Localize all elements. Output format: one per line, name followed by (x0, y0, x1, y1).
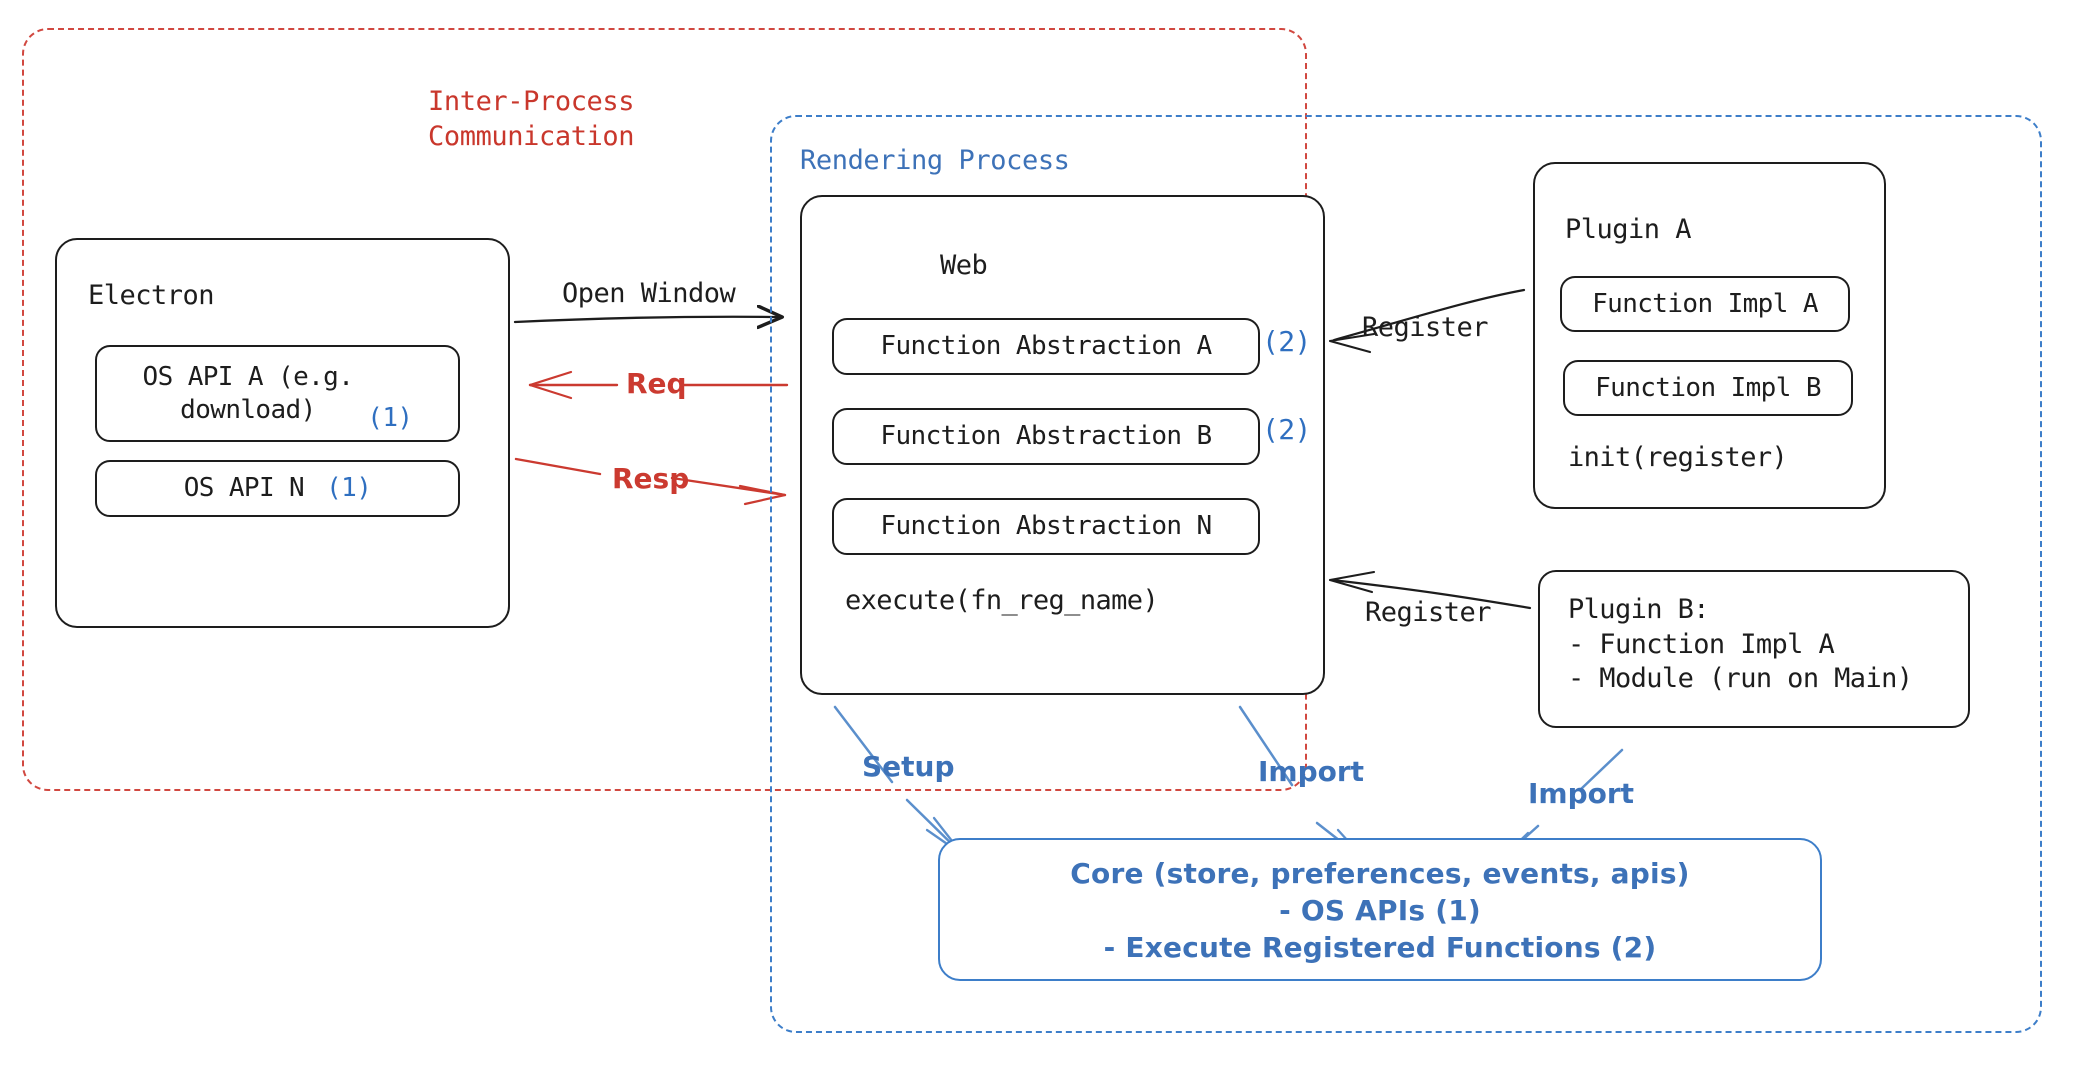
group-rendering-process (770, 115, 2042, 1033)
edge-label-open-window: Open Window (562, 278, 736, 309)
plugin-a-box (1533, 162, 1886, 509)
edge-label-register-plugin-a: Register (1362, 312, 1489, 343)
function-abstraction-b-label: Function Abstraction B (880, 421, 1212, 452)
os-api-a-box: OS API A (e.g. download) (1) (95, 345, 460, 442)
function-impl-a-label: Function Impl A (1592, 288, 1818, 319)
function-abstraction-b-box: Function Abstraction B (832, 408, 1260, 465)
function-abstraction-b-tag: (2) (1262, 413, 1311, 446)
function-abstraction-a-label: Function Abstraction A (880, 331, 1212, 362)
os-api-n-tag: (1) (326, 473, 372, 504)
edge-label-import-plugin-b: Import (1528, 777, 1635, 810)
edge-label-register-plugin-b: Register (1365, 597, 1492, 628)
group-label-rendering-process: Rendering Process (800, 145, 1070, 176)
os-api-n-label: OS API N (183, 473, 305, 504)
edge-label-req: Req (626, 367, 687, 400)
core-box (938, 838, 1822, 981)
function-abstraction-n-box: Function Abstraction N (832, 498, 1260, 555)
function-abstraction-n-label: Function Abstraction N (880, 511, 1212, 542)
plugin-a-title: Plugin A (1565, 214, 1692, 245)
group-label-ipc: Inter-Process Communication (428, 86, 635, 152)
function-abstraction-a-box: Function Abstraction A (832, 318, 1260, 375)
electron-title: Electron (88, 280, 215, 311)
os-api-a-label: OS API A (e.g. download) (142, 362, 354, 425)
plugin-b-box (1538, 570, 1970, 728)
os-api-a-tag: (1) (367, 402, 413, 433)
function-impl-b-box: Function Impl B (1563, 360, 1853, 416)
plugin-a-init-label: init(register) (1568, 442, 1788, 473)
plugin-b-text: Plugin B: - Function Impl A - Module (ru… (1568, 594, 1913, 695)
edge-label-resp: Resp (612, 462, 690, 495)
edge-label-import-web: Import (1258, 755, 1365, 788)
os-api-n-box: OS API N (1) (95, 460, 460, 517)
function-abstraction-a-tag: (2) (1262, 325, 1311, 358)
function-impl-a-box: Function Impl A (1560, 276, 1850, 332)
web-title: Web (940, 250, 988, 281)
edge-label-setup: Setup (862, 750, 955, 783)
web-execute-label: execute(fn_reg_name) (845, 585, 1159, 616)
function-impl-b-label: Function Impl B (1595, 372, 1821, 403)
core-text: Core (store, preferences, events, apis) … (1070, 857, 1690, 964)
